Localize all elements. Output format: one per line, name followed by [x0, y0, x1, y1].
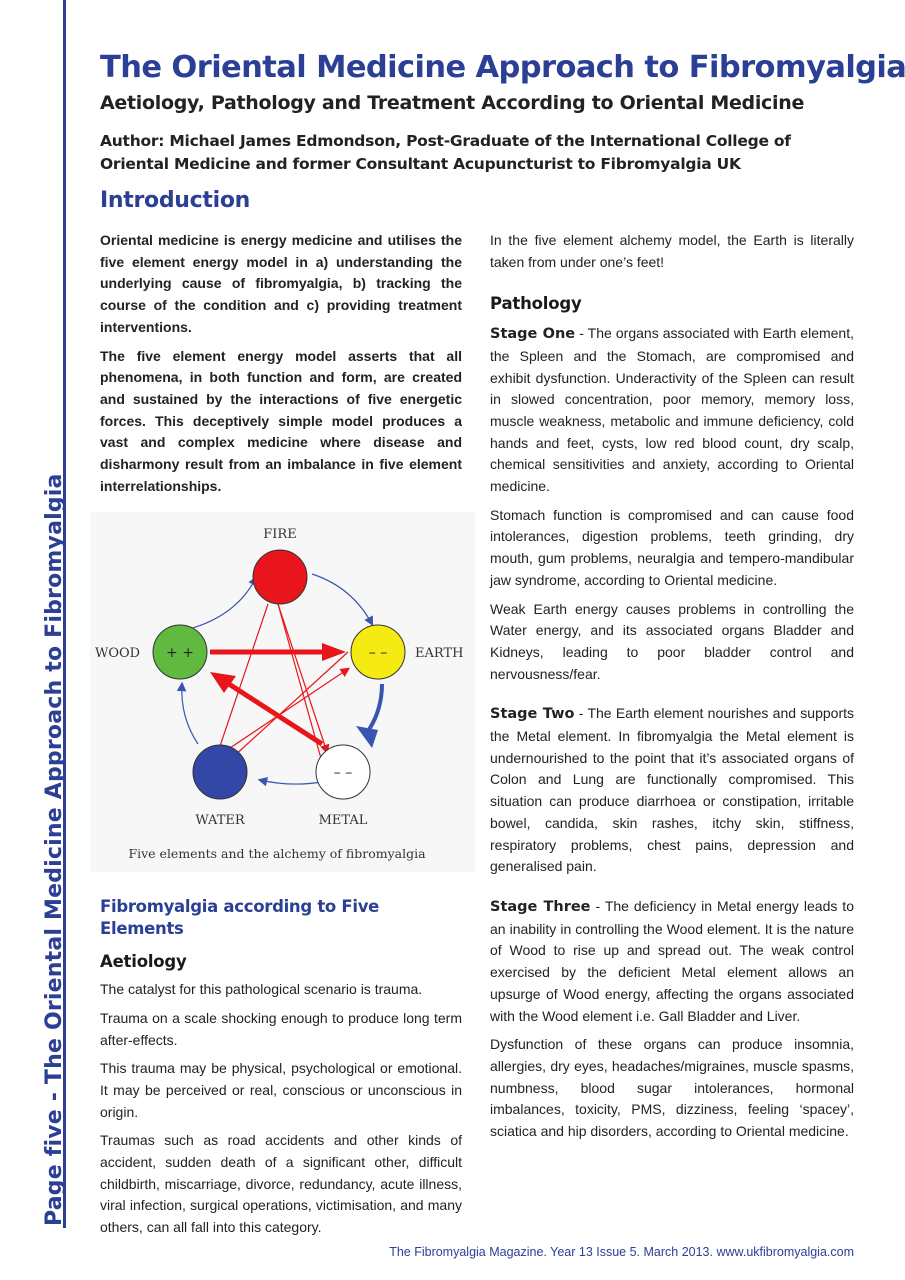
metal-deficiency-mark: – –	[334, 765, 352, 781]
intro-paragraph-2: The five element energy model asserts th…	[100, 347, 462, 494]
earth-node	[350, 624, 406, 680]
earth-taken-paragraph: In the five element alchemy model, the E…	[490, 232, 854, 270]
fire-node	[252, 549, 308, 605]
side-page-title: Page five - The Oriental Medicine Approa…	[42, 473, 67, 1226]
stage-two-paragraph: Stage Two - The Earth element nourishes …	[490, 703, 854, 878]
stage-one-text: - The organs associated with Earth eleme…	[490, 325, 855, 495]
organ-dysfunction-paragraph: Dysfunction of these organs can produce …	[490, 1036, 854, 1140]
stage-one-label: Stage One	[490, 326, 576, 343]
diagram-caption: Five elements and the alchemy of fibromy…	[128, 846, 426, 861]
generating-cycle-arrows	[176, 573, 374, 787]
stage-three-text: - The deficiency in Metal energy leads t…	[490, 897, 854, 1024]
earth-deficiency-mark: – –	[369, 645, 387, 661]
right-column: In the five element alchemy model, the E…	[490, 230, 854, 1150]
five-elements-diagram: FIRE EARTH METAL WATER WOOD + + – – – – …	[90, 512, 475, 872]
controlling-cycle-arrows	[211, 603, 350, 763]
weak-earth-paragraph: Weak Earth energy causes problems in con…	[490, 600, 854, 682]
earth-to-metal-arrow	[356, 683, 384, 748]
stage-two-text: - The Earth element nourishes and suppor…	[490, 705, 854, 875]
intro-paragraph-1: Oriental medicine is energy medicine and…	[100, 232, 462, 335]
stage-two-label: Stage Two	[490, 706, 575, 723]
metal-label: METAL	[319, 813, 368, 828]
article-title: The Oriental Medicine Approach to Fibrom…	[100, 50, 905, 85]
water-label: WATER	[195, 813, 246, 828]
wood-label: WOOD	[95, 646, 140, 661]
metal-node	[315, 744, 371, 800]
five-elements-svg: FIRE EARTH METAL WATER WOOD + + – – – – …	[95, 527, 463, 861]
stage-one-paragraph: Stage One - The organs associated with E…	[490, 323, 854, 498]
wood-excess-mark: + +	[166, 645, 194, 661]
pathology-heading: Pathology	[490, 294, 582, 314]
stage-three-paragraph: Stage Three - The deficiency in Metal en…	[490, 896, 854, 1027]
aetiology-paragraph-3: This trauma may be physical, psychologic…	[100, 1060, 462, 1120]
footer-citation: The Fibromyalgia Magazine. Year 13 Issue…	[389, 1245, 854, 1259]
side-rule	[63, 0, 66, 1228]
fire-label: FIRE	[263, 527, 296, 542]
aetiology-heading: Aetiology	[100, 952, 187, 972]
left-column-lower: Fibromyalgia according to Five Elements …	[100, 896, 462, 1246]
wood-to-earth-arrow	[210, 643, 346, 661]
introduction-heading: Introduction	[100, 188, 251, 213]
fibromyalgia-five-elements-heading: Fibromyalgia according to Five Elements	[100, 897, 380, 938]
stage-three-label: Stage Three	[490, 898, 591, 915]
left-column: Oriental medicine is energy medicine and…	[100, 230, 462, 504]
article-subtitle: Aetiology, Pathology and Treatment Accor…	[100, 92, 805, 114]
aetiology-paragraph-1: The catalyst for this pathological scena…	[100, 981, 423, 998]
water-node	[192, 744, 248, 800]
stomach-paragraph: Stomach function is compromised and can …	[490, 506, 854, 588]
earth-label: EARTH	[415, 646, 463, 661]
aetiology-paragraph-2: Trauma on a scale shocking enough to pro…	[100, 1009, 462, 1048]
author-line: Author: Michael James Edmondson, Post-Gr…	[100, 132, 791, 173]
aetiology-paragraph-4: Traumas such as road accidents and other…	[100, 1132, 462, 1236]
metal-to-wood-arrow	[210, 672, 324, 747]
wood-node	[152, 624, 208, 680]
